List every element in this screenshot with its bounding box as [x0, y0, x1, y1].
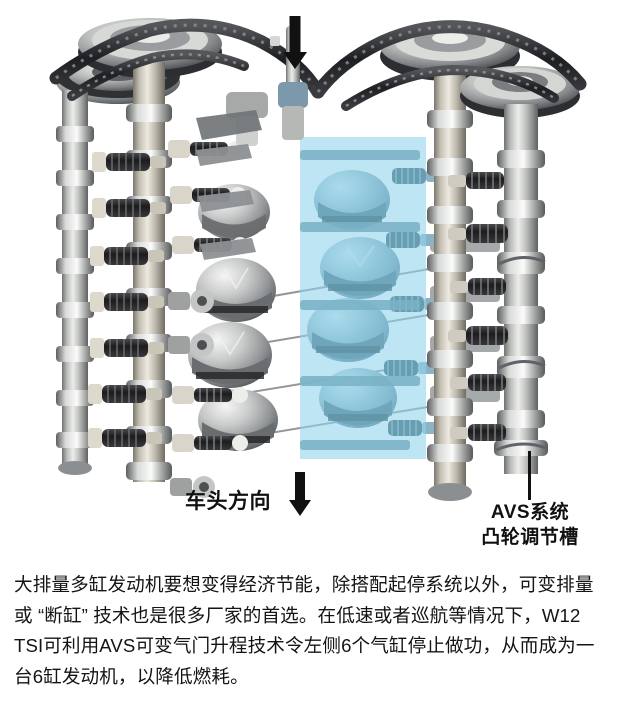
- arrow-shaft: [295, 472, 305, 502]
- arrow-shaft: [289, 16, 301, 54]
- arrow-head: [283, 52, 307, 69]
- rocker-links: [196, 144, 256, 260]
- arrow-head: [289, 500, 311, 516]
- cam-lobes-right-inner: [427, 110, 473, 462]
- piston-group-left: [188, 184, 278, 451]
- avs-leader-line: [528, 451, 531, 500]
- valve-spring-group-right: [448, 172, 508, 441]
- front-direction-label: 车头方向: [185, 490, 271, 513]
- avs-system-label: AVS系统 凸轮调节槽: [440, 500, 620, 550]
- chain-tensioner-assembly: [196, 26, 308, 146]
- avs-cam-adjustment-grooves: [494, 150, 548, 456]
- cam-lobes-left-outer: [56, 126, 94, 448]
- cylinder-deactivation-highlight: [300, 137, 426, 459]
- engine-illustration: [49, 18, 587, 501]
- camshaft-outer-right: [460, 66, 580, 474]
- engine-cutaway-graphic: [49, 18, 587, 501]
- down-arrow-top: [282, 16, 308, 70]
- timing-chain-right: [311, 20, 587, 111]
- caption-block: 大排量多缸发动机要想变得经济节能，除搭配起停系统以外，可变排量或 “断缸” 技术…: [0, 560, 620, 705]
- avs-label-line1: AVS系统: [490, 502, 570, 523]
- avs-label-line2: 凸轮调节槽: [481, 527, 579, 548]
- caption-text: 大排量多缸发动机要想变得经济节能，除搭配起停系统以外，可变排量或 “断缸” 技术…: [14, 574, 595, 687]
- right-bank-cylinders: [300, 150, 446, 450]
- valve-spring-group-left: [88, 152, 166, 448]
- down-arrow-bottom: [287, 472, 313, 518]
